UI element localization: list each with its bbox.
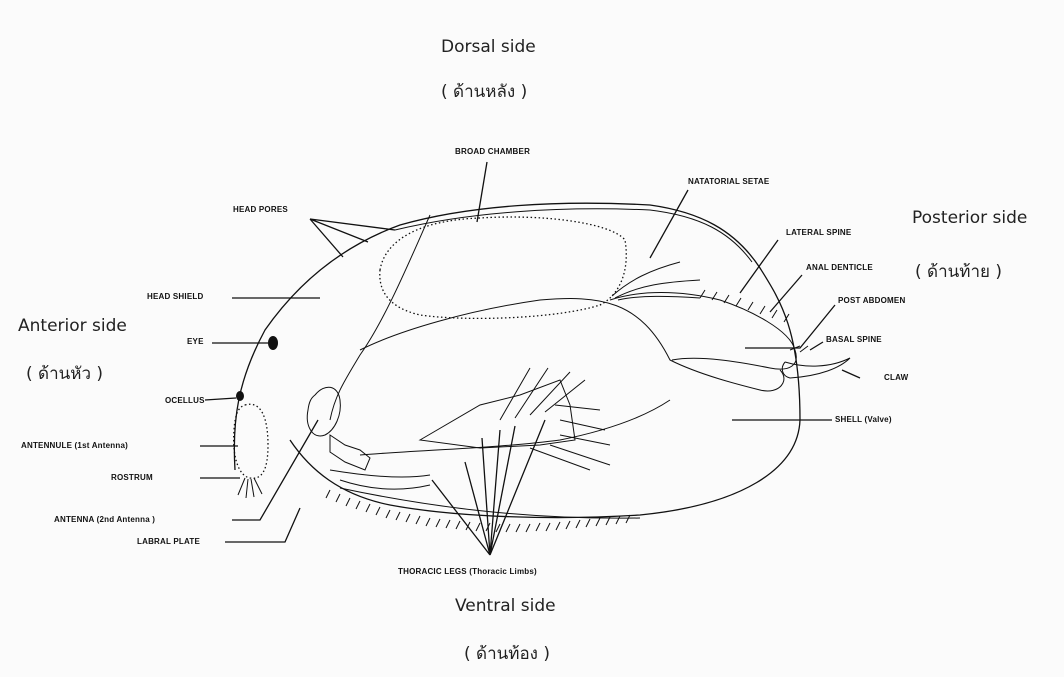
anterior-side-thai-label: ( ด้านหัว ) [26,360,103,387]
broad-chamber-outline [380,217,626,318]
basal-spine-label: BASAL SPINE [826,335,882,344]
post-abdomen [610,293,796,370]
claw-shape [782,358,850,378]
head-shield-line [330,215,430,420]
natatorial-setae-label: NATATORIAL SETAE [688,177,769,186]
head-shield-label: HEAD SHIELD [147,292,203,301]
ventral-side-label: Ventral side [455,596,556,616]
eye-label: EYE [187,337,204,346]
ventral-side-thai-label: ( ด้านท้อง ) [464,640,550,667]
antenna-label: ANTENNA (2nd Antenna ) [54,515,155,524]
posterior-side-thai-label: ( ด้านท้าย ) [915,258,1002,285]
anal-denticle-label: ANAL DENTICLE [806,263,873,272]
rostrum-label: ROSTRUM [111,473,153,482]
thoracic-legs-label: THORACIC LEGS (Thoracic Limbs) [398,567,537,576]
broad-chamber-label: BROAD CHAMBER [455,147,530,156]
claw-label: CLAW [884,373,908,382]
dorsal-side-thai-label: ( ด้านหลัง ) [441,78,527,105]
shell-label: SHELL (Valve) [835,415,892,424]
post-abdomen-label: POST ABDOMEN [838,296,905,305]
shell-outline [234,203,800,517]
trunk-outline [360,299,784,391]
dorsal-side-label: Dorsal side [441,37,536,57]
lateral-spine-label: LATERAL SPINE [786,228,851,237]
labral-plate-label: LABRAL PLATE [137,537,200,546]
ocellus-label: OCELLUS [165,396,205,405]
antennule-outline [234,404,268,478]
leader-lines [200,162,860,555]
eye-mark [268,336,278,350]
posterior-side-label: Posterior side [912,208,1027,228]
thoracic-limbs [420,380,575,448]
ocellus-mark [236,391,244,401]
anterior-side-label: Anterior side [18,316,127,336]
antennule-label: ANTENNULE (1st Antenna) [21,441,128,450]
head-pores-label: HEAD PORES [233,205,288,214]
